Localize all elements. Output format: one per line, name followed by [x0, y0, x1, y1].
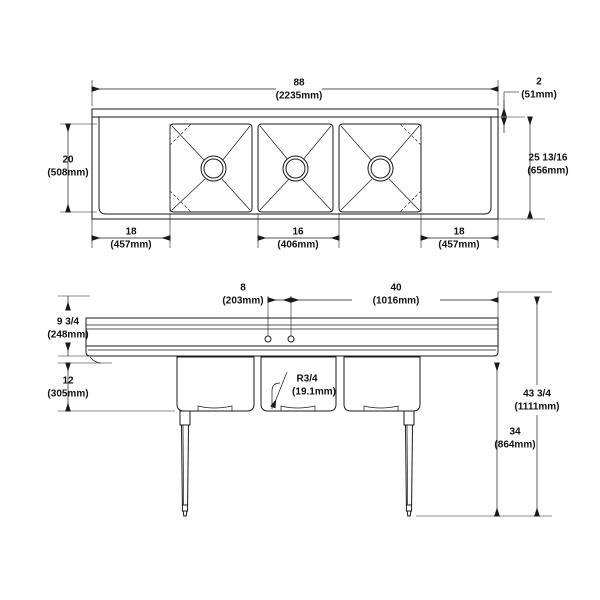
- bowl-1-hidden-corner-bl: [169, 190, 192, 213]
- dim-faucet-offset-metric: (203mm): [222, 296, 263, 307]
- bowl-3-slope-br: [388, 178, 420, 211]
- deck-front-edge: [86, 346, 498, 356]
- dim-bowl-depth-metric: (508mm): [47, 168, 88, 179]
- bowl-2-slope-tr: [301, 125, 332, 162]
- dim-backsplash-depth: 2 (51mm): [498, 77, 557, 133]
- dim-corner-radius-metric: (19.1mm): [292, 387, 336, 398]
- faucet-hole-1: [265, 336, 271, 342]
- leg-2-socket: [404, 411, 414, 425]
- bowl-2-slope-bl: [259, 178, 290, 211]
- bowl-3-slope-tr: [388, 125, 420, 162]
- bowl-body-1: [177, 357, 254, 411]
- dim-work-height-value: 34: [509, 427, 521, 438]
- deck-inner-edge: [99, 117, 491, 214]
- dim-backsplash-height-value: 9 3/4: [57, 317, 80, 328]
- dim-backsplash-height: 9 3/4 (248mm): [47, 295, 90, 357]
- leg-1-highlight: [182, 424, 184, 506]
- top-view-group: 88 (2235mm) 2 (51mm) 25 13/16 (656mm) 20: [47, 77, 568, 251]
- dim-faucet-right-metric: (1016mm): [373, 296, 420, 307]
- bowl-2: [258, 124, 333, 212]
- dim-bowl-width-3-value: 18: [453, 227, 465, 238]
- dim-faucet-right-value: 40: [390, 283, 402, 294]
- dim-overall-height: 43 3/4 (1111mm): [498, 291, 560, 517]
- dim-faucet-offset-value: 8: [240, 283, 246, 294]
- dim-bowl-depth-value: 20: [62, 155, 74, 166]
- bowl-body-2-shadow: [280, 405, 316, 412]
- leg-2-highlight: [406, 424, 408, 506]
- bowl-1: [170, 124, 252, 212]
- dim-bowl-width-2-metric: (406mm): [277, 240, 318, 251]
- leg-1-shaft: [182, 425, 189, 505]
- radius-leader-line: [270, 371, 288, 409]
- dim-bowl-width-1-metric: (457mm): [110, 240, 151, 251]
- bowl-2-drain-inner: [286, 159, 305, 178]
- bowl-3-hidden-corner-br: [399, 190, 422, 213]
- bowl-1-hidden-corner-tl: [169, 123, 192, 146]
- dim-bowl-depth: 20 (508mm): [47, 123, 97, 213]
- faucet-hole-2: [288, 336, 294, 342]
- dim-bowl-width-2-value: 16: [292, 227, 304, 238]
- bowl-3-slope-tl: [340, 125, 373, 162]
- front-view-group: 8 (203mm) 40 (1016mm) 9 3/4 (248mm) 12 (…: [47, 283, 560, 517]
- bowl-bodies-front: [177, 357, 420, 411]
- bowl-1-slope-bl: [171, 178, 206, 211]
- dim-overall-depth-value: 25 13/16: [529, 153, 568, 164]
- dim-overall-width: 88 (2235mm): [91, 78, 499, 106]
- dim-overall-width-metric: (2235mm): [276, 91, 323, 102]
- dim-bowl-width-1-value: 18: [125, 227, 137, 238]
- dim-backsplash-metric: (51mm): [521, 90, 557, 101]
- dim-corner-radius-value: R3/4: [296, 374, 318, 385]
- bowl-body-3-shadow: [363, 405, 399, 412]
- leg-2-bullet-foot: [406, 505, 411, 511]
- dim-overall-depth: 25 13/16 (656mm): [498, 116, 569, 220]
- bowl-3-slope-bl: [340, 178, 373, 211]
- leg-1-socket: [180, 411, 190, 425]
- bowl-3-hidden-corner-tr: [399, 123, 422, 146]
- leg-2-foot-tip: [407, 511, 411, 516]
- bowl-body-1-shadow: [197, 405, 233, 412]
- dim-overall-width-value: 88: [293, 78, 305, 89]
- dim-work-height: 34 (864mm): [416, 362, 536, 517]
- dim-faucet-spacing: 8 (203mm) 40 (1016mm): [222, 283, 499, 318]
- bowl-body-3: [344, 357, 420, 411]
- bowl-3: [339, 124, 421, 212]
- dim-corner-radius: R3/4 (19.1mm): [270, 371, 336, 409]
- bowl-1-slope-tl: [171, 125, 206, 162]
- dim-bowl-height: 12 (305mm): [47, 362, 175, 412]
- bowl-1-slope-tr: [221, 125, 251, 162]
- bowl-2-slope-br: [301, 178, 332, 211]
- radius-leader-arc: [271, 382, 281, 409]
- bowl-body-2: [261, 357, 336, 411]
- dim-backsplash-height-metric: (248mm): [47, 330, 88, 341]
- leg-1-foot-tip: [183, 511, 187, 516]
- legs: [180, 411, 414, 516]
- dim-backsplash-value: 2: [536, 77, 542, 88]
- dim-bowl-height-metric: (305mm): [47, 389, 88, 400]
- dim-bowl-widths: 18 (457mm) 16 (406mm) 18 (457mm): [91, 213, 499, 251]
- leg-2-shaft: [406, 425, 413, 505]
- bowl-3-drain-inner: [371, 159, 390, 178]
- dim-overall-height-value: 43 3/4: [523, 389, 551, 400]
- bowl-1-drain-inner: [204, 159, 223, 178]
- dim-overall-height-metric: (1111mm): [514, 402, 559, 413]
- bowl-2-slope-tl: [259, 125, 290, 162]
- dim-overall-depth-metric: (656mm): [527, 166, 568, 177]
- bowl-1-slope-br: [221, 178, 251, 211]
- dim-bowl-width-3-metric: (457mm): [438, 240, 479, 251]
- dim-work-height-metric: (864mm): [494, 440, 535, 451]
- leg-1-bullet-foot: [182, 505, 187, 511]
- dim-bowl-height-value: 12: [62, 376, 74, 387]
